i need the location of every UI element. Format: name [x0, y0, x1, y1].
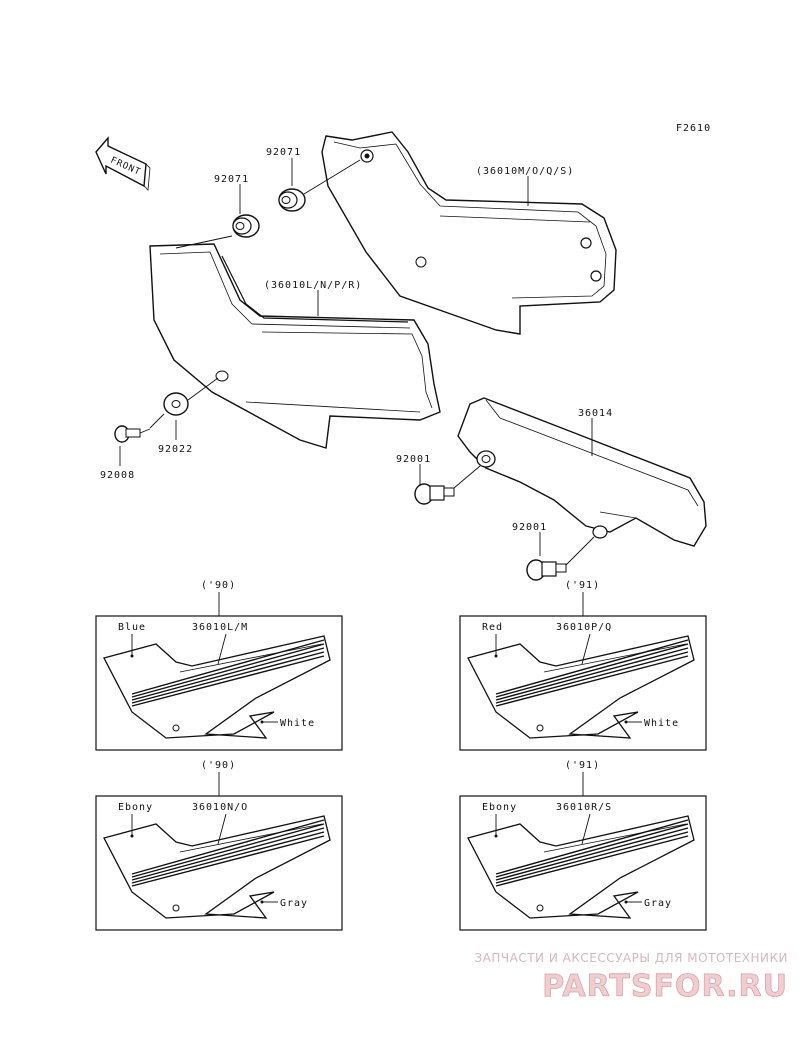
variant-panel: ('90) Ebony 36010N/O Gray [95, 760, 343, 931]
variant-color: Blue [118, 622, 146, 633]
variant-stripe [131, 819, 325, 875]
variant-panel: ('91) Red 36010P/Q White [459, 580, 707, 751]
color-variants: ('90) Blue 36010L/M White ('91) Red 36010P/Q Wh… [95, 580, 707, 931]
variant-panel: ('90) Blue 36010L/M White [95, 580, 343, 751]
leader-lines [119, 158, 593, 556]
watermark-tagline: ЗАПЧАСТИ И АКСЕССУАРЫ ДЛЯ МОТОТЕХНИКИ [474, 951, 788, 965]
grommet-92071-lower-icon [232, 214, 260, 238]
variant-stripe-color: Gray [280, 898, 308, 909]
variant-hole [536, 724, 544, 732]
variant-stripe [495, 831, 689, 884]
bolt-92001-upper-icon [414, 483, 455, 505]
variant-year: ('91) [565, 760, 600, 771]
side-cover-right-drawing [321, 131, 617, 335]
variant-stripe [131, 831, 325, 884]
front-arrow-icon: FRONT [95, 136, 151, 191]
variant-stripe [495, 827, 689, 881]
variant-year: ('91) [565, 580, 600, 591]
variant-stripe [495, 819, 689, 875]
chain-cover-label: 36014 [578, 408, 613, 419]
variant-year: ('90) [201, 760, 236, 771]
variant-part-number: 36010N/O [192, 802, 248, 813]
variant-color: Ebony [482, 802, 517, 813]
variant-hole [536, 904, 544, 912]
variant-part-number: 36010R/S [556, 802, 612, 813]
bolt-92001-lower-icon [526, 559, 567, 581]
grommet-b-label: 92071 [214, 174, 249, 185]
variant-stripe [131, 655, 325, 707]
chain-cover-drawing [457, 397, 707, 547]
grommet-a-label: 92071 [266, 147, 301, 158]
variant-stripe [495, 835, 689, 887]
variant-part-number: 36010L/M [192, 622, 248, 633]
variant-hole [172, 724, 180, 732]
variant-stripe [131, 647, 325, 701]
variant-stripe-color: Gray [644, 898, 672, 909]
grommet-92071-upper-icon [278, 188, 306, 212]
washer-label: 92022 [158, 444, 193, 455]
variant-stripe [131, 827, 325, 881]
variant-stripe [131, 835, 325, 887]
variant-stripe [131, 823, 325, 878]
variant-stripe-color: White [644, 718, 679, 729]
variant-panel: ('91) Ebony 36010R/S Gray [459, 760, 707, 931]
variant-stripe [495, 823, 689, 878]
bolt-92008-icon [114, 425, 151, 443]
bolt-chain-a-label: 92001 [396, 454, 431, 465]
washer-92022-icon [163, 392, 189, 416]
variant-stripe [495, 655, 689, 707]
variant-stripe [495, 647, 689, 701]
bolt-left-label: 92008 [100, 470, 135, 481]
watermark-logo: PARTSFOR.RU [542, 969, 788, 1004]
side-cover-left-drawing [149, 243, 441, 449]
variant-stripe [495, 643, 689, 698]
variant-color: Red [482, 622, 503, 633]
variant-color: Ebony [118, 802, 153, 813]
variant-part-number: 36010P/Q [556, 622, 612, 633]
variant-stripe [131, 651, 325, 704]
assembly-lines [149, 159, 595, 566]
cover-right-group-label: (36010M/O/Q/S) [476, 166, 574, 177]
watermark: ЗАПЧАСТИ И АКСЕССУАРЫ ДЛЯ МОТОТЕХНИКИ PA… [474, 951, 788, 1004]
variant-stripe [131, 643, 325, 698]
figure-code: F2610 [676, 123, 711, 134]
variant-stripe [495, 651, 689, 704]
cover-left-group-label: (36010L/N/P/R) [264, 280, 362, 291]
variant-hole [172, 904, 180, 912]
variant-stripe [495, 639, 689, 695]
variant-stripe-color: White [280, 718, 315, 729]
variant-stripe [131, 639, 325, 695]
variant-year: ('90) [201, 580, 236, 591]
bolt-chain-b-label: 92001 [512, 522, 547, 533]
